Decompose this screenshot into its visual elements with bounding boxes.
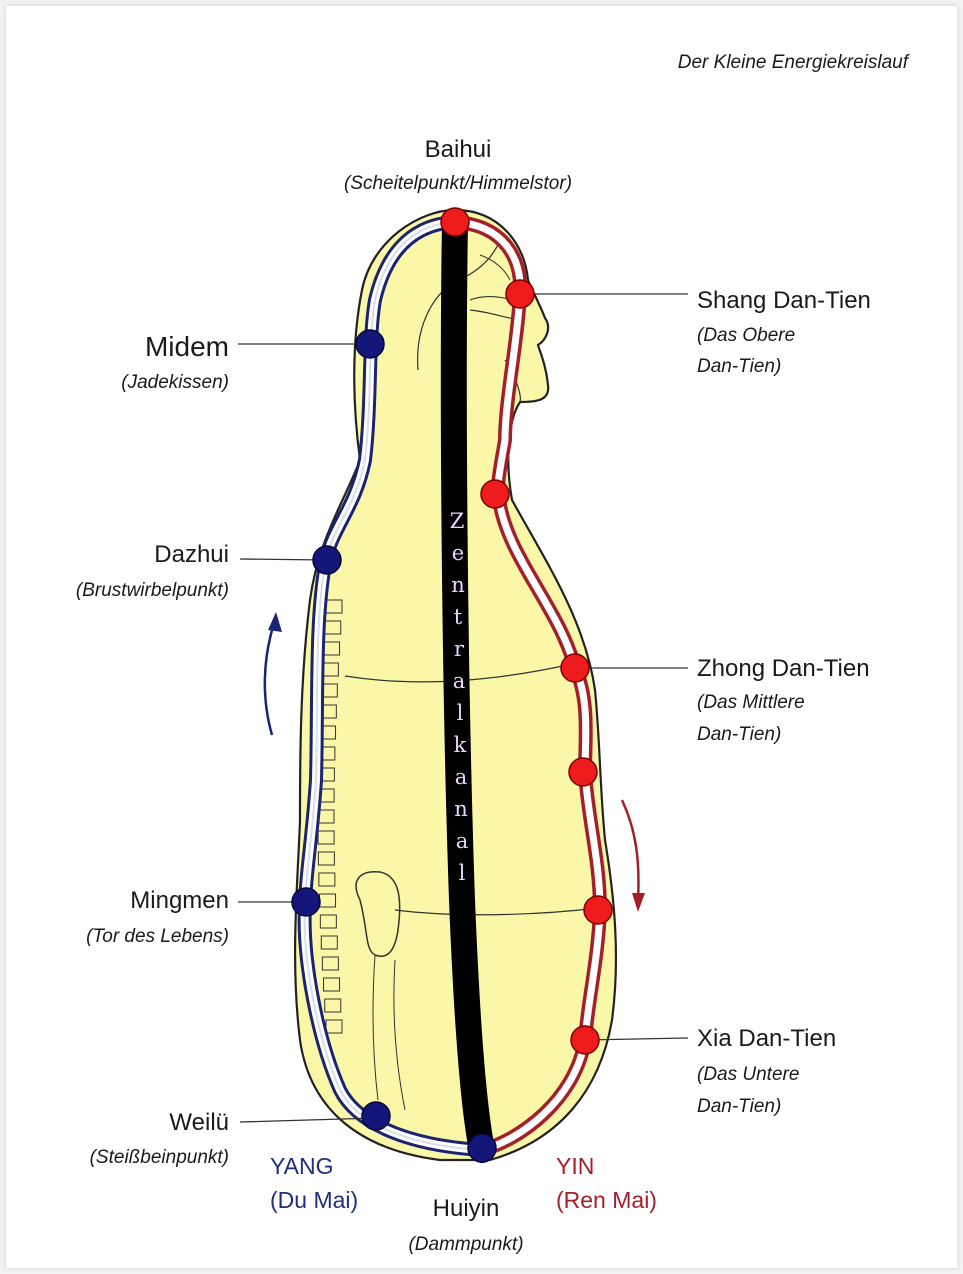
sub-dazhui: (Brustwirbelpunkt)	[76, 580, 229, 601]
zk-letter: l	[457, 701, 464, 725]
label-baihui: Baihui	[425, 136, 492, 163]
point-dazhui	[313, 546, 341, 574]
diagram-title: Der Kleine Energiekreislauf	[678, 52, 910, 73]
label-shang-dan-tien: Shang Dan-Tien	[697, 287, 871, 314]
energy-circuit-diagram: Der Kleine Energiekreislauf Z e n t r a …	[6, 6, 957, 1268]
sub-baihui: (Scheitelpunkt/Himmelstor)	[344, 173, 572, 194]
sub-xia-1: (Das Untere	[697, 1064, 799, 1085]
point-weilu	[362, 1102, 390, 1130]
point-midem	[356, 330, 384, 358]
yin-flow-arrow	[622, 800, 638, 900]
label-yang: YANG	[270, 1153, 333, 1179]
sub-mingmen: (Tor des Lebens)	[86, 926, 229, 947]
sub-huiyin: (Dammpunkt)	[408, 1234, 523, 1255]
yang-arrow-head	[268, 612, 282, 632]
zk-letter: n	[451, 573, 465, 597]
zk-letter: r	[454, 637, 465, 661]
point-yin	[481, 480, 509, 508]
zk-letter: k	[454, 733, 467, 757]
yin-arrow-head	[632, 893, 645, 912]
sub-midem: (Jadekissen)	[121, 372, 229, 393]
zk-letter: n	[454, 797, 468, 821]
point-baihui	[441, 208, 469, 236]
zk-letter: Z	[450, 509, 465, 533]
sub-yang: (Du Mai)	[270, 1187, 358, 1213]
sub-zhong-1: (Das Mittlere	[697, 692, 805, 713]
sub-xia-2: Dan-Tien)	[697, 1096, 781, 1117]
point-shang-dan-tien	[506, 280, 534, 308]
sub-shang-2: Dan-Tien)	[697, 356, 781, 377]
label-mingmen: Mingmen	[130, 887, 229, 914]
point-xia-dan-tien	[571, 1026, 599, 1054]
point-huiyin	[468, 1134, 496, 1162]
sub-weilu: (Steißbeinpunkt)	[90, 1147, 229, 1168]
label-xia-dan-tien: Xia Dan-Tien	[697, 1025, 836, 1052]
label-weilu: Weilü	[169, 1109, 229, 1136]
label-yin: YIN	[556, 1153, 594, 1179]
point-yin	[584, 896, 612, 924]
label-midem: Midem	[145, 331, 229, 362]
zk-letter: a	[453, 669, 466, 693]
point-zhong-dan-tien	[561, 654, 589, 682]
zk-letter: a	[456, 829, 469, 853]
point-yin	[569, 758, 597, 786]
yang-flow-arrow	[265, 620, 275, 735]
sub-zhong-2: Dan-Tien)	[697, 724, 781, 745]
sub-shang-1: (Das Obere	[697, 325, 795, 346]
label-zhong-dan-tien: Zhong Dan-Tien	[697, 655, 870, 682]
point-mingmen	[292, 888, 320, 916]
sub-yin: (Ren Mai)	[556, 1187, 657, 1213]
label-huiyin: Huiyin	[433, 1195, 500, 1222]
zk-letter: a	[455, 765, 468, 789]
zk-letter: e	[452, 541, 464, 565]
zk-letter: l	[459, 861, 466, 885]
zk-letter: t	[454, 605, 463, 629]
label-dazhui: Dazhui	[154, 541, 229, 568]
diagram-page: Der Kleine Energiekreislauf Z e n t r a …	[6, 6, 957, 1268]
